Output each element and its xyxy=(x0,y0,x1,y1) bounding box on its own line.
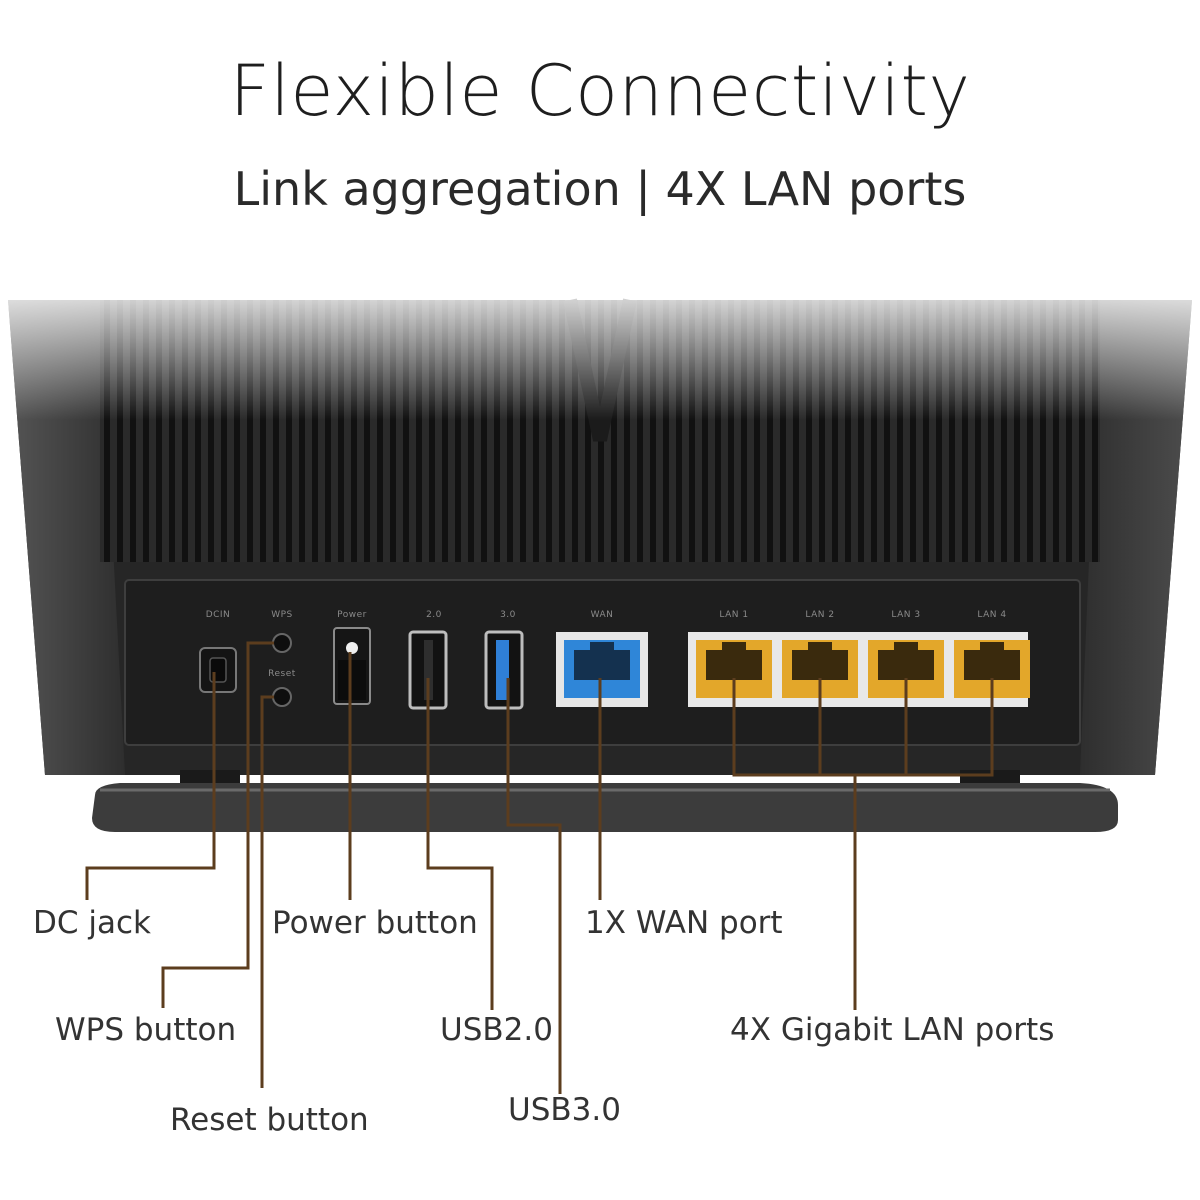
label-lan2: LAN 2 xyxy=(805,610,834,620)
page-subtitle: Link aggregation | 4X LAN ports xyxy=(233,162,967,216)
label-usb3: 3.0 xyxy=(500,610,516,620)
wan-port xyxy=(556,632,648,707)
callout-reset-button: Reset button xyxy=(170,1102,369,1138)
label-lan3: LAN 3 xyxy=(891,610,920,620)
label-dcin: DCIN xyxy=(206,610,231,620)
callout-power-button: Power button xyxy=(272,905,478,941)
callout-wan-port: 1X WAN port xyxy=(585,905,783,941)
io-panel: DCIN WPS Reset Power 2.0 3.0 WAN LAN 1 L… xyxy=(124,579,1081,746)
page-title: Flexible Connectivity xyxy=(229,50,971,132)
leader-usb30 xyxy=(506,678,562,1094)
label-power: Power xyxy=(337,610,367,620)
usb30-port xyxy=(484,630,524,710)
lan-port-4 xyxy=(954,640,1030,698)
label-wps: WPS xyxy=(271,610,293,620)
lan-port-3 xyxy=(868,640,944,698)
label-wan: WAN xyxy=(591,610,614,620)
label-usb2: 2.0 xyxy=(426,610,442,620)
leader-lines xyxy=(85,641,994,1094)
dc-jack xyxy=(199,647,237,693)
wps-button xyxy=(272,633,292,653)
leader-wps xyxy=(161,641,274,1008)
lan-port-2 xyxy=(782,640,858,698)
leader-lan xyxy=(732,678,994,777)
label-reset: Reset xyxy=(268,669,296,679)
label-lan1: LAN 1 xyxy=(719,610,748,620)
router-stand xyxy=(92,770,1118,832)
leader-reset xyxy=(260,695,274,1088)
reset-button xyxy=(272,687,292,707)
leader-usb20 xyxy=(426,678,494,1010)
callout-usb30: USB3.0 xyxy=(508,1092,621,1128)
lan-ports xyxy=(688,632,1030,707)
callout-wps-button: WPS button xyxy=(55,1012,237,1048)
callout-usb20: USB2.0 xyxy=(440,1012,553,1048)
callout-lan-ports: 4X Gigabit LAN ports xyxy=(730,1012,1055,1048)
power-button xyxy=(333,627,371,705)
callout-dc-jack: DC jack xyxy=(33,905,151,941)
router-body xyxy=(0,270,1200,775)
label-lan4: LAN 4 xyxy=(977,610,1006,620)
leader-dc-jack xyxy=(85,672,216,900)
